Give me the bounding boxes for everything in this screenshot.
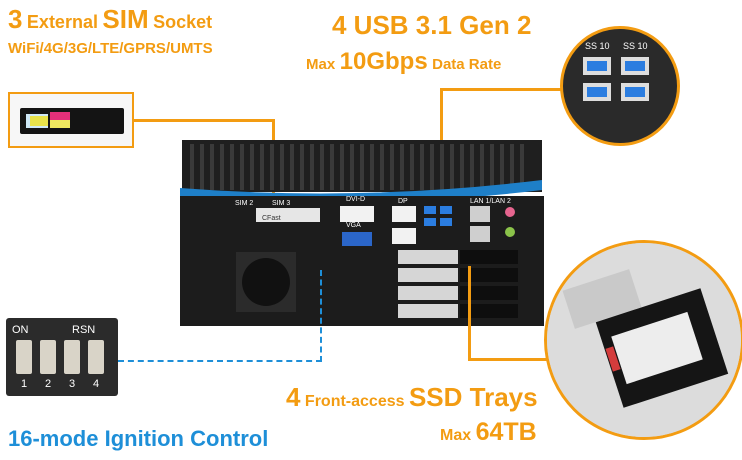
sim-pre-label: External	[26, 12, 98, 32]
dip-switch-2[interactable]	[40, 340, 56, 374]
usb-heading: 4 USB 3.1 Gen 2	[332, 10, 532, 40]
usb-sub-big: 10Gbps	[339, 48, 428, 75]
usb-ports-graphic	[583, 57, 649, 101]
dip-num-1: 1	[20, 378, 28, 390]
sim-cards-graphic	[26, 112, 70, 128]
ssd-trays-closeup	[544, 240, 742, 440]
sim-post-label: Socket	[153, 12, 213, 32]
ssd-pre-label: Front-access	[304, 393, 405, 410]
usb-ports-closeup: SS 10 SS 10	[560, 26, 680, 146]
device-label-sim3: SIM 3	[272, 200, 291, 207]
device-label-lan: LAN 1/LAN 2	[470, 198, 511, 205]
device-label-vga: VGA	[346, 222, 361, 229]
usb-port-label-2: SS 10	[623, 41, 648, 51]
ssd-trays-graphic	[547, 243, 741, 437]
ssd-max-pre: Max	[440, 427, 472, 444]
ignition-connector-h	[118, 360, 322, 362]
usb-connector-h	[440, 88, 562, 91]
ssd-count: 4	[286, 382, 301, 412]
usb-sub-pre: Max	[306, 56, 336, 73]
sim-socket-heading: 3 External SIM Socket	[8, 6, 212, 32]
sim-connector-h	[134, 119, 274, 122]
device-label-sim2: SIM 2	[235, 200, 254, 207]
ssd-big-label: SSD Trays	[408, 382, 538, 412]
usb-port-label-1: SS 10	[585, 41, 610, 51]
sim-count: 3	[8, 4, 23, 34]
ignition-heading: 16-mode Ignition Control	[8, 426, 269, 451]
ssd-subtitle: Max 64TB	[440, 420, 537, 445]
dip-rsn-label: RSN	[72, 324, 96, 336]
dip-num-3: 3	[68, 378, 76, 390]
device-chassis	[180, 140, 544, 326]
sim-subtitle: WiFi/4G/3G/LTE/GPRS/UMTS	[8, 40, 213, 57]
dip-on-label: ON	[12, 324, 29, 336]
ignition-connector-v	[320, 270, 322, 362]
dip-switch-3[interactable]	[64, 340, 80, 374]
device-label-dp: DP	[398, 198, 408, 205]
ssd-connector-h	[468, 358, 548, 361]
sim-big-label: SIM	[102, 4, 149, 34]
dip-switch-1[interactable]	[16, 340, 32, 374]
device-label-dvi: DVI-D	[346, 196, 366, 203]
sim-socket-closeup	[8, 92, 134, 148]
dip-num-2: 2	[44, 378, 52, 390]
dip-switch-4[interactable]	[88, 340, 104, 374]
ssd-max-big: 64TB	[475, 418, 537, 446]
usb-subtitle: Max 10Gbps Data Rate	[306, 50, 501, 74]
device-label-cfast: CFast	[262, 215, 281, 222]
ssd-connector-v	[468, 266, 471, 360]
sim-slot	[20, 108, 124, 134]
ssd-heading: 4 Front-access SSD Trays	[286, 384, 538, 410]
usb-sub-post: Data Rate	[432, 56, 502, 73]
dip-num-4: 4	[92, 378, 100, 390]
dip-switch: ON RSN 1 2 3 4	[6, 318, 118, 396]
